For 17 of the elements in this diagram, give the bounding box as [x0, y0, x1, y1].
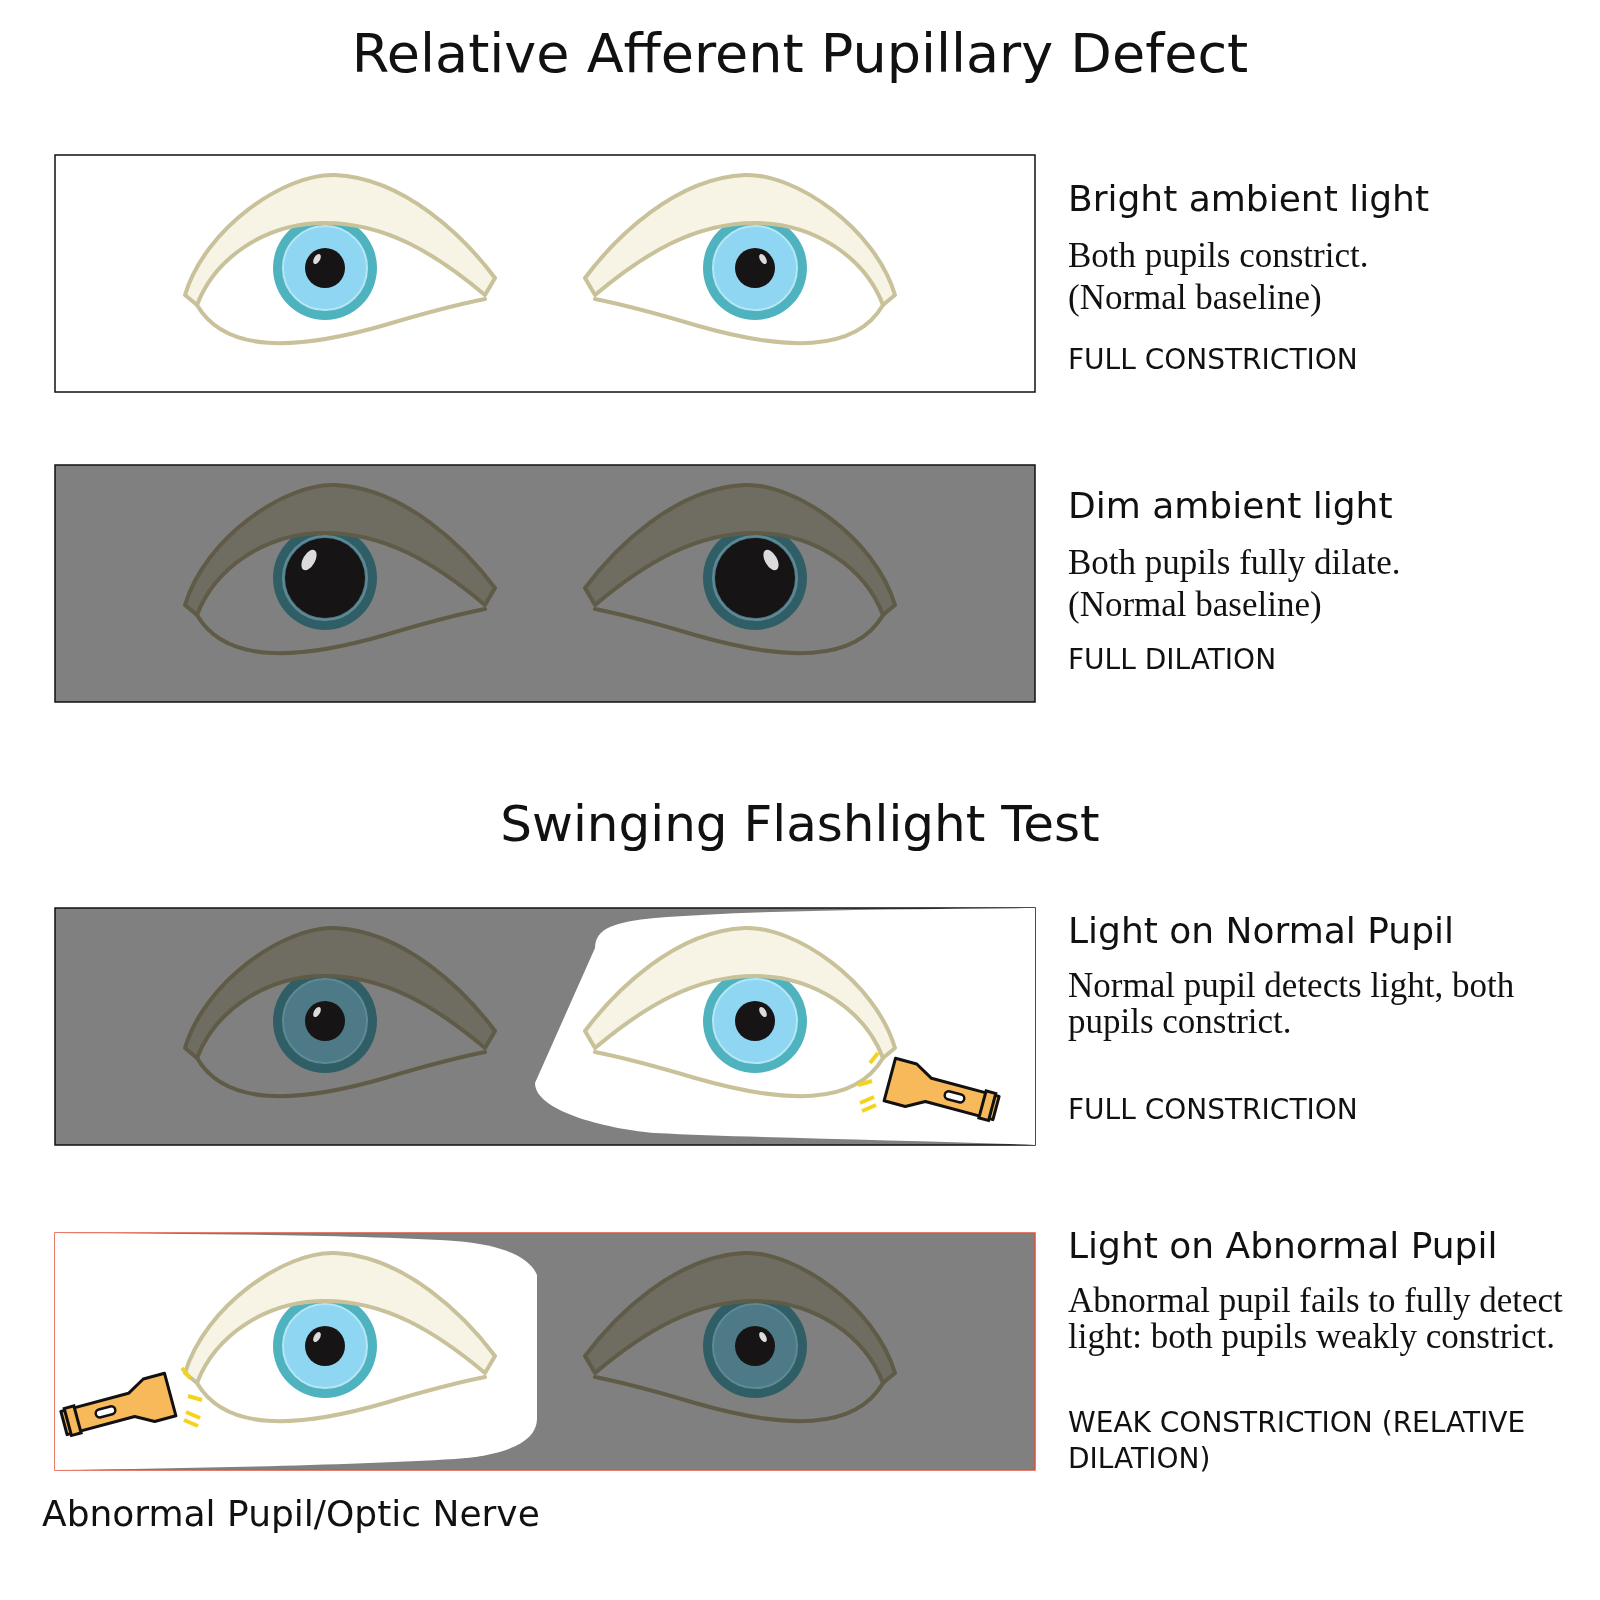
panel-heading: Dim ambient light [1068, 485, 1393, 526]
title: Relative Afferent Pupillary Defect [350, 22, 1250, 85]
panel-heading: Light on Abnormal Pupil [1068, 1225, 1498, 1266]
result-label: FULL CONSTRICTION [1068, 1092, 1359, 1128]
description-text: (Normal baseline) [1068, 587, 1323, 623]
description-text: Both pupils constrict. [1068, 238, 1370, 274]
result-label: FULL DILATION [1068, 642, 1278, 678]
section-heading: Swinging Flashlight Test [499, 795, 1101, 853]
result-label: WEAK CONSTRICTION (RELATIVE DILATION) [1068, 1405, 1527, 1477]
panel-heading: Light on Normal Pupil [1068, 910, 1454, 951]
description-text: Both pupils fully dilate. [1068, 545, 1402, 581]
description-text: (Normal baseline) [1068, 280, 1323, 316]
result-label: FULL CONSTRICTION [1068, 342, 1359, 378]
panel-heading: Bright ambient light [1068, 178, 1430, 219]
caption: Abnormal Pupil/Optic Nerve [42, 1493, 540, 1534]
description-text: Abnormal pupil fails to fully detect light: both pupils weakly constrict. [1068, 1283, 1564, 1355]
description-text: Normal pupil detects light, both pupils constrict. [1068, 968, 1516, 1040]
